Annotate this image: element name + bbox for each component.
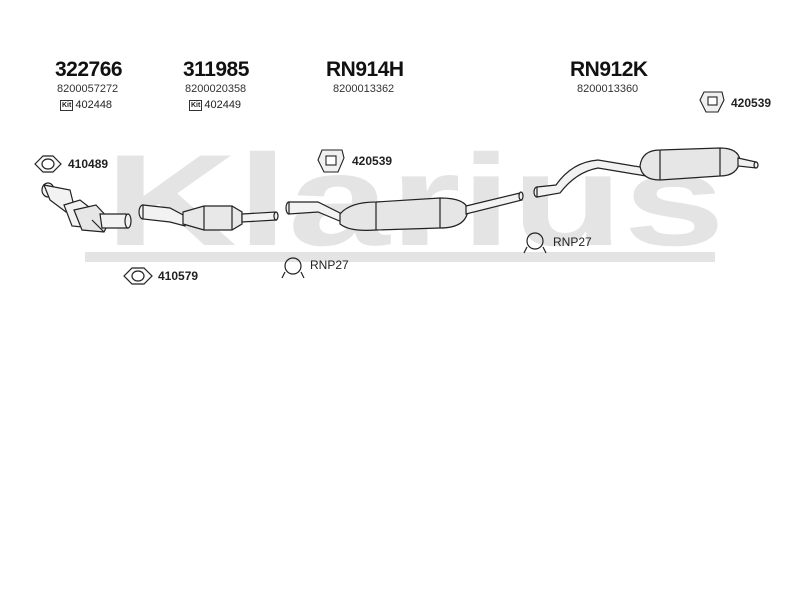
part-number-322766: 322766: [55, 58, 123, 81]
centre-silencer-part: [285, 191, 524, 231]
mount-rear-ref: 420539: [731, 96, 772, 110]
oe-number: 8200020358: [185, 83, 247, 95]
clamp-icon: [523, 232, 547, 254]
oe-number: 8200057272: [57, 83, 119, 95]
gasket-front-ref: 410489: [68, 157, 109, 171]
kit-number: 402448: [75, 99, 113, 111]
gasket-lower-ref: 410579: [158, 269, 199, 283]
catalyst-part: [138, 204, 279, 231]
part-number-rn914h: RN914H: [326, 58, 404, 81]
clamp-icon: [281, 257, 305, 279]
mount-center-ref: 420539: [352, 154, 393, 168]
part-number-rn912k: RN912K: [570, 58, 648, 81]
clamp-rear-ref: RNP27: [553, 235, 592, 249]
gasket-icon: [34, 155, 62, 173]
kit-row: Kit 402448: [60, 99, 112, 111]
gasket-icon: [123, 267, 153, 285]
part-number-311985: 311985: [183, 58, 249, 81]
rear-silencer-part: [533, 147, 759, 198]
kit-number: 402449: [204, 99, 242, 111]
mount-rubber-icon: [699, 91, 725, 113]
kit-badge: Kit: [60, 99, 74, 111]
mount-rubber-icon: [317, 149, 345, 173]
oe-number: 8200013362: [333, 83, 395, 95]
kit-row: Kit 402449: [189, 99, 241, 111]
front-pipe-part: [41, 182, 132, 233]
oe-number: 8200013360: [577, 83, 639, 95]
kit-badge: Kit: [189, 99, 203, 111]
clamp-center-ref: RNP27: [310, 258, 349, 272]
watermark-bar: [85, 252, 715, 262]
